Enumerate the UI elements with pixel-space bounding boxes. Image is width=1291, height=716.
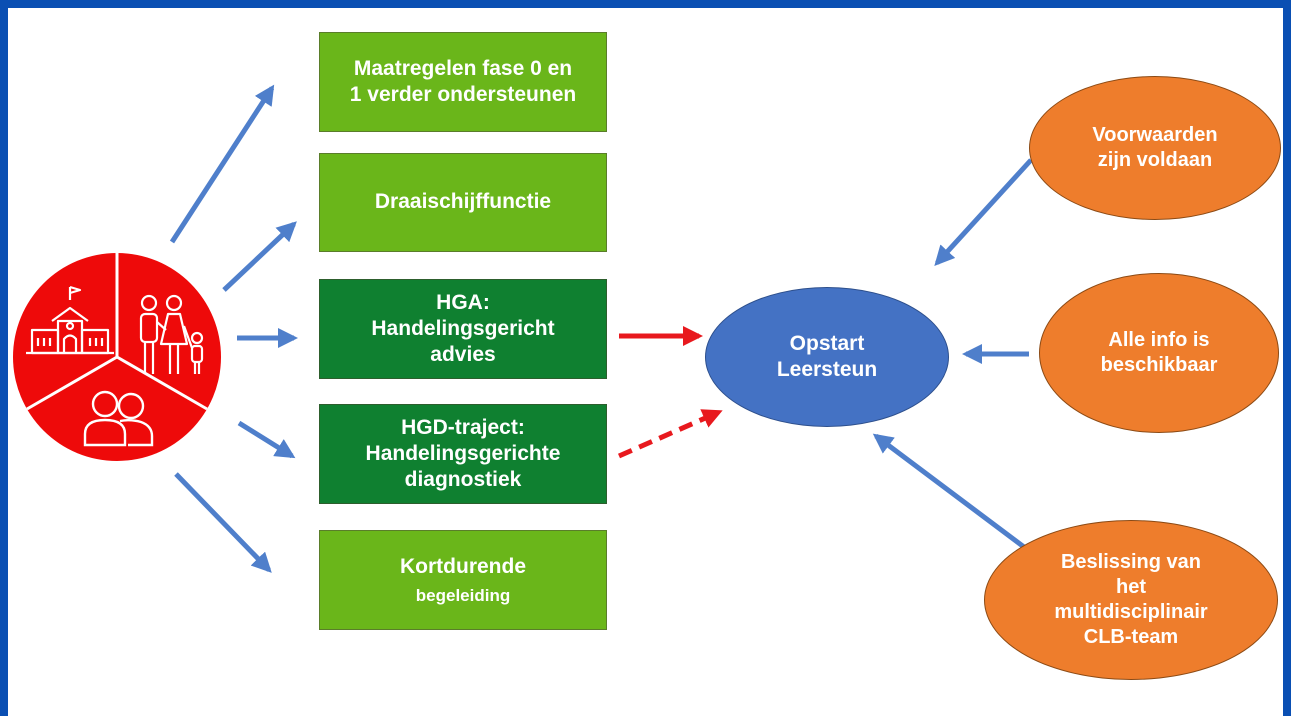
condition-label-voorwaarden: Voorwaarden zijn voldaan bbox=[1092, 124, 1218, 171]
measure-box-hga: HGA: Handelingsgericht advies bbox=[319, 279, 607, 379]
measure-label-hga: HGA: Handelingsgericht advies bbox=[371, 290, 555, 367]
measure-box-hgd: HGD-traject: Handelingsgerichte diagnost… bbox=[319, 404, 607, 504]
condition-voorwaarden: Voorwaarden zijn voldaan bbox=[1029, 76, 1281, 220]
arrow-hgd-to-center-dashed bbox=[617, 409, 723, 459]
measure-label-draaischijf: Draaischijffunctie bbox=[374, 190, 552, 214]
pupils-icon bbox=[83, 390, 154, 447]
center-label: Opstart Leersteun bbox=[776, 331, 878, 381]
condition-beslissing: Beslissing van het multidisciplinair CLB… bbox=[984, 520, 1278, 680]
stakeholder-circle bbox=[13, 253, 221, 461]
arrow-to-kortdurend bbox=[174, 472, 272, 573]
center-node-opstart-leersteun: Opstart Leersteun bbox=[705, 287, 949, 427]
condition-label-beslissing: Beslissing van het multidisciplinair CLB… bbox=[1054, 551, 1208, 648]
condition-info: Alle info is beschikbaar bbox=[1039, 273, 1279, 433]
measure-label-kortdurend: Kortdurende bbox=[400, 555, 526, 579]
measure-label-fase: Maatregelen fase 0 en 1 verder ondersteu… bbox=[349, 56, 577, 106]
measure-label-hgd: HGD-traject: Handelingsgerichte diagnost… bbox=[365, 415, 561, 492]
arrow-beslissing-to-center bbox=[872, 433, 1026, 549]
parents-child-icon bbox=[139, 294, 204, 374]
arrow-to-fase bbox=[169, 84, 275, 244]
measure-box-kortdurend: Kortdurende begeleiding bbox=[319, 530, 607, 630]
measure-box-fase: Maatregelen fase 0 en 1 verder ondersteu… bbox=[319, 32, 607, 132]
school-icon bbox=[26, 285, 114, 355]
connector-layer bbox=[13, 84, 1033, 573]
arrow-voorwaarden-to-center bbox=[934, 158, 1033, 266]
condition-label-info: Alle info is beschikbaar bbox=[1100, 329, 1218, 376]
arrow-to-draaischijf bbox=[222, 221, 297, 292]
diagram-canvas: Maatregelen fase 0 en 1 verder ondersteu… bbox=[8, 8, 1283, 716]
measure-sublabel-kortdurend: begeleiding bbox=[415, 585, 511, 605]
arrow-to-hgd bbox=[237, 420, 296, 459]
measure-box-draaischijf: Draaischijffunctie bbox=[319, 153, 607, 252]
